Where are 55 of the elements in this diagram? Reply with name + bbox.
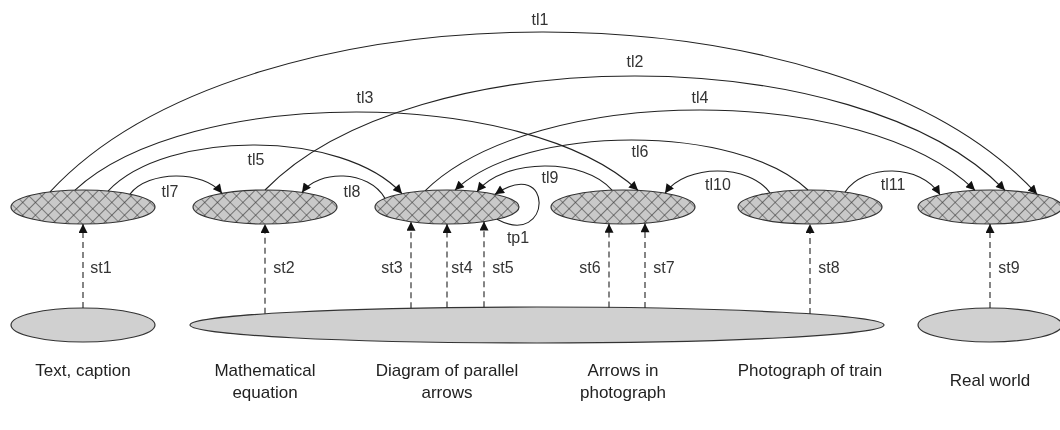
- edge-label: st7: [652, 260, 676, 276]
- edge-label: tl10: [704, 177, 732, 193]
- edge-label: tl7: [160, 184, 180, 200]
- dashed-arrow: [604, 223, 614, 308]
- hatched-ellipse: [550, 189, 696, 225]
- edge-label: st1: [89, 260, 113, 276]
- edge-label: tl6: [630, 144, 650, 160]
- curved-arrow: [476, 165, 613, 193]
- edge-label: tl8: [342, 184, 362, 200]
- curved-arrow: [107, 144, 403, 195]
- dashed-arrow: [985, 223, 995, 309]
- curved-arrow: [664, 170, 771, 194]
- self-loop-arrow: [494, 183, 540, 226]
- edge-label: tl5: [246, 152, 266, 168]
- category-caption: Diagram of parallel arrows: [374, 360, 520, 404]
- dashed-arrow: [406, 221, 416, 309]
- category-caption: Real world: [948, 370, 1032, 392]
- dashed-arrow: [78, 223, 88, 309]
- edge-label: st2: [272, 260, 296, 276]
- edge-label: st9: [997, 260, 1021, 276]
- dashed-arrow: [442, 223, 452, 309]
- category-caption: Photograph of train: [736, 360, 884, 382]
- edge-label: tl11: [879, 177, 907, 193]
- curved-arrow: [264, 75, 1006, 191]
- edge-label: st4: [450, 260, 474, 276]
- category-caption: Text, caption: [34, 360, 132, 382]
- category-caption: Mathematical equation: [213, 360, 317, 404]
- dashed-arrow: [805, 223, 815, 315]
- edge-label: tl4: [690, 90, 710, 106]
- hatched-ellipse: [737, 189, 883, 225]
- hatched-ellipse: [374, 189, 520, 225]
- dashed-arrow: [640, 222, 650, 309]
- flat-ellipse: [189, 306, 885, 344]
- curved-arrow: [844, 170, 941, 196]
- edge-label: st6: [578, 260, 602, 276]
- edge-label: tl1: [530, 12, 550, 28]
- dashed-arrow: [479, 221, 489, 308]
- edge-label: st3: [380, 260, 404, 276]
- hatched-ellipse: [10, 189, 156, 225]
- curved-arrow: [454, 139, 809, 191]
- curved-arrow: [129, 175, 223, 195]
- edge-label: tl2: [625, 54, 645, 70]
- edge-label: st5: [491, 260, 515, 276]
- category-caption: Arrows in photograph: [579, 360, 667, 404]
- curved-arrow: [424, 109, 976, 192]
- curved-arrow: [301, 175, 386, 199]
- hatched-ellipse: [192, 189, 338, 225]
- curved-arrow: [74, 111, 639, 191]
- edge-label: tp1: [505, 230, 531, 246]
- flat-ellipse: [10, 307, 156, 343]
- dashed-arrow: [260, 223, 270, 315]
- edge-label: tl9: [540, 170, 560, 186]
- edge-label: tl3: [355, 90, 375, 106]
- edge-label: st8: [817, 260, 841, 276]
- curved-arrow: [49, 31, 1038, 195]
